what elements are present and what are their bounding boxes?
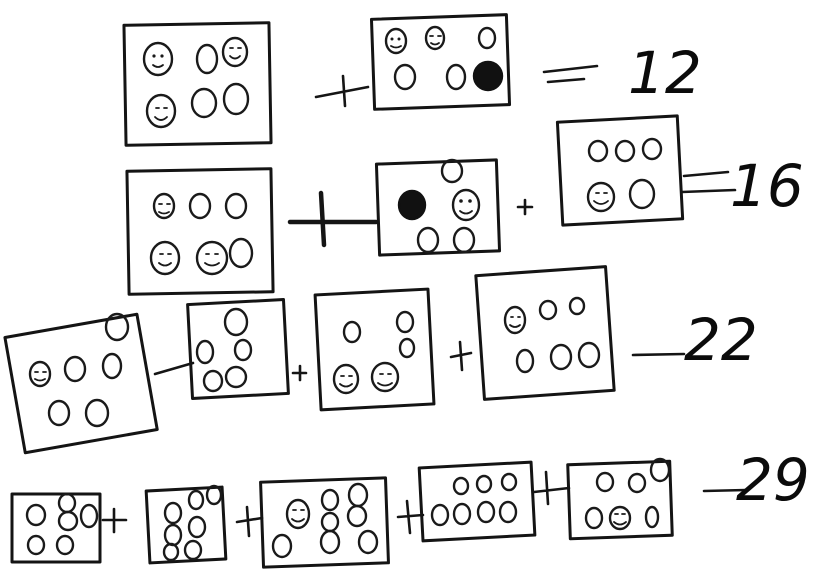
answer-row-3: 22 (684, 306, 758, 374)
picture-card (315, 289, 434, 410)
picture-card (188, 300, 289, 399)
face-cluster (151, 194, 252, 274)
picture-card (476, 267, 614, 400)
plus-sign (103, 509, 126, 532)
face-cluster (273, 484, 377, 557)
plus-sign (237, 507, 262, 536)
picture-card (557, 116, 682, 225)
plus-sign (534, 472, 569, 504)
face-cluster (432, 474, 516, 525)
face-cluster (586, 459, 669, 529)
picture-card (568, 461, 673, 539)
equation-row-4: 29 (12, 446, 810, 567)
picture-card (5, 314, 157, 452)
face-cluster (399, 160, 479, 252)
plus-sign (293, 366, 306, 380)
face-cluster (334, 312, 414, 393)
answer-row-4: 29 (736, 446, 810, 514)
answer-row-2: 16 (730, 152, 804, 220)
answer-line (633, 354, 684, 355)
picture-card (419, 462, 535, 541)
equals-sign (544, 66, 597, 82)
picture-card (124, 23, 271, 146)
face-cluster (27, 494, 97, 554)
equals-sign (682, 172, 735, 192)
face-cluster (386, 27, 502, 90)
equation-row-3: 22 (5, 267, 758, 453)
plus-sign (451, 342, 471, 370)
picture-card (127, 169, 273, 294)
equation-row-1: 12 (124, 15, 702, 146)
plus-sign (518, 200, 532, 214)
face-cluster (505, 298, 599, 372)
face-cluster (144, 38, 248, 127)
face-cluster (197, 309, 251, 391)
face-cluster (588, 139, 661, 211)
face-cluster (164, 486, 221, 560)
plus-sign (290, 193, 376, 245)
plus-sign (155, 363, 193, 374)
answer-row-1: 12 (628, 39, 702, 107)
plus-sign (316, 76, 368, 106)
plus-sign (398, 501, 423, 533)
